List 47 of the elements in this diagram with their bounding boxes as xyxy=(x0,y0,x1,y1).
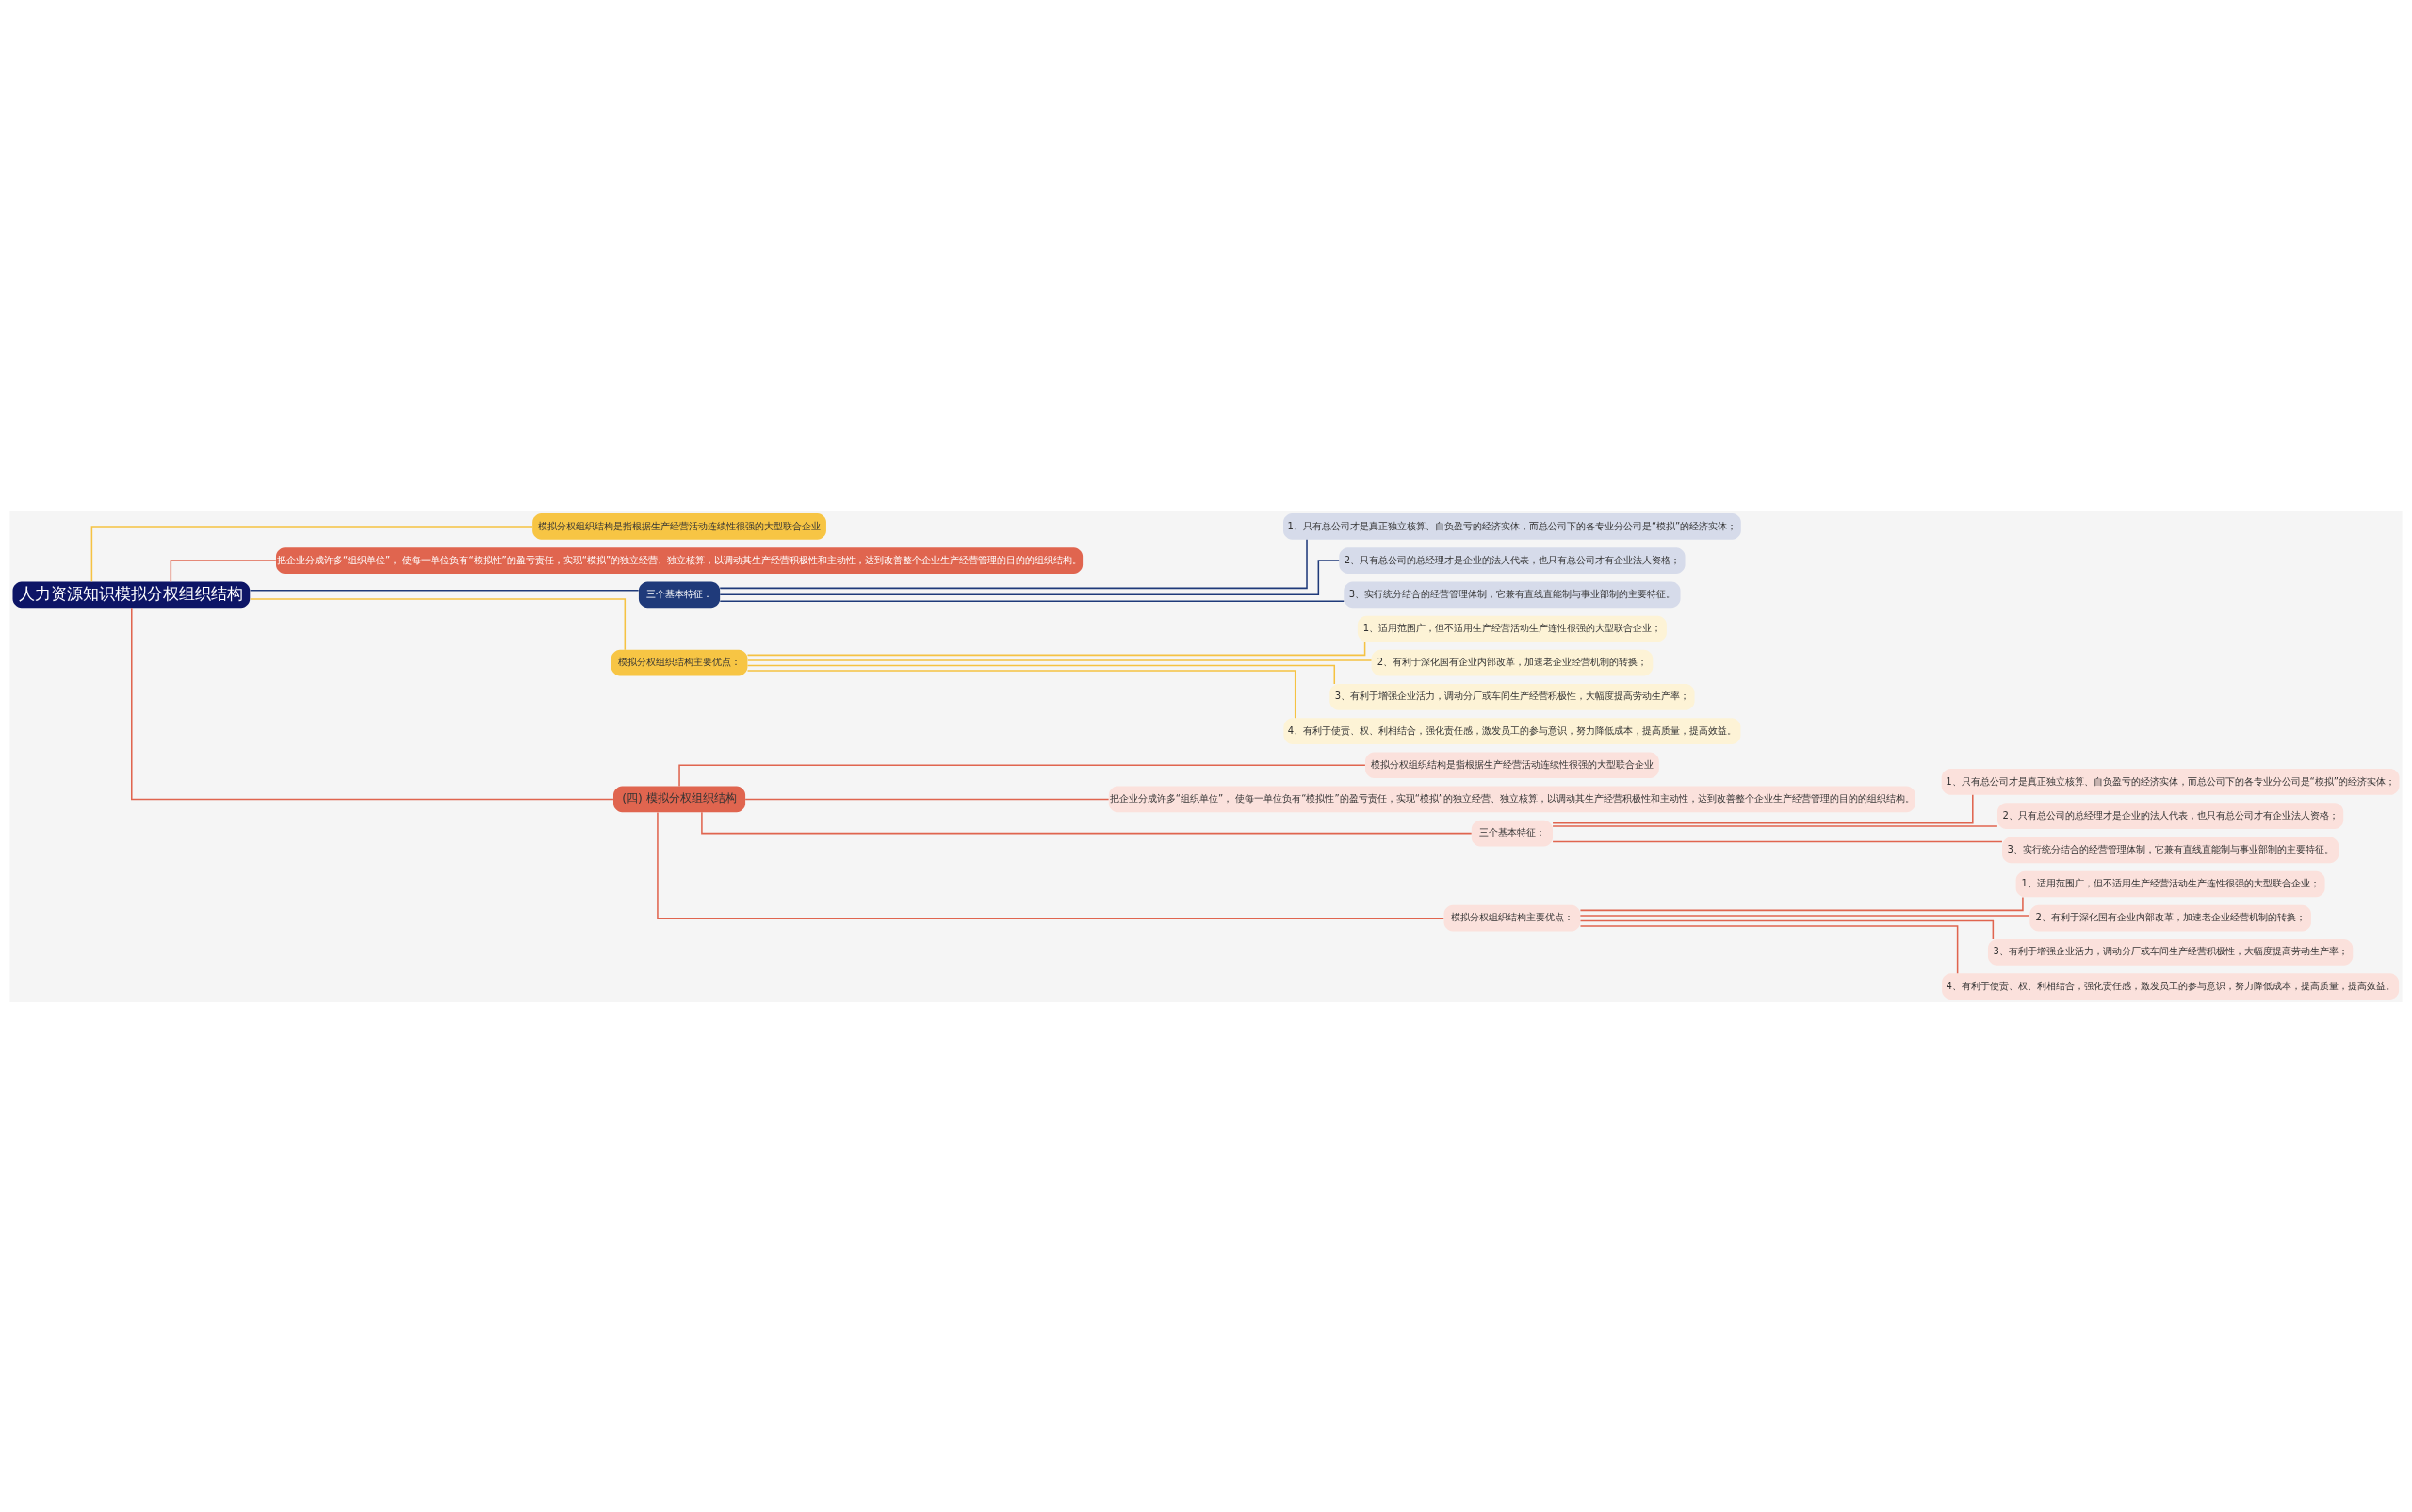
node-box: 人力资源知识模拟分权组织结构 xyxy=(12,580,251,608)
connector xyxy=(744,798,1110,800)
connector xyxy=(249,597,627,650)
node-box: 模拟分权组织结构是指根据生产经营活动连续性很强的大型联合企业 xyxy=(1365,751,1659,778)
node-box: 模拟分权组织结构是指根据生产经营活动连续性很强的大型联合企业 xyxy=(532,512,826,540)
node-box: 1、适用范围广，但不适用生产经营活动生产连性很强的大型联合企业； xyxy=(1357,615,1667,642)
connector xyxy=(131,606,614,800)
connector xyxy=(1579,924,1959,974)
node-box: 三个基本特征： xyxy=(1471,820,1553,846)
connector xyxy=(701,811,1473,834)
connector xyxy=(1552,793,1974,824)
node-box: 3、有利于增强企业活力，调动分厂或车间生产经营积极性，大幅度提高劳动生产率； xyxy=(1987,938,2354,966)
node-box: 2、有利于深化国有企业内部改革，加速老企业经营机制的转换； xyxy=(1371,649,1654,676)
node-box: (四) 模拟分权组织结构 xyxy=(613,786,746,812)
connector xyxy=(657,811,1444,919)
node-box: 3、有利于增强企业活力，调动分厂或车间生产经营积极性，大幅度提高劳动生产率； xyxy=(1329,683,1695,710)
node-box: 3、实行统分结合的经营管理体制，它兼有直线直能制与事业部制的主要特征。 xyxy=(1344,580,1681,608)
connector xyxy=(719,538,1308,589)
connector xyxy=(90,525,533,582)
node-box: 模拟分权组织结构主要优点： xyxy=(611,649,748,676)
node-box: 1、适用范围广，但不适用生产经营活动生产连性很强的大型联合企业； xyxy=(2015,870,2325,897)
connector xyxy=(746,641,1366,656)
node-box: 2、只有总公司的总经理才是企业的法人代表，也只有总公司才有企业法人资格； xyxy=(1339,546,1686,574)
node-box: 2、有利于深化国有企业内部改革，加速老企业经营机制的转换； xyxy=(2029,904,2311,932)
connector xyxy=(1552,824,1998,827)
node-box: 1、只有总公司才是真正独立核算、自负盈亏的经济实体，而总公司下的各专业分公司是“模拟”的经济实体； xyxy=(1283,512,1741,540)
node-box: 把企业分成许多“组织单位”， 使每一单位负有“模拟性”的盈亏责任，实现“模拟”的独立经营、独立核算，以调动其生产经营积极性和主动性，达到改善整个企业生产经营管理的目的的组织结构。 xyxy=(275,546,1084,574)
connector xyxy=(249,589,640,591)
connector xyxy=(1579,919,1995,940)
connector xyxy=(1579,896,2024,911)
connector xyxy=(678,763,1366,787)
node-box: 把企业分成许多“组织单位”， 使每一单位负有“模拟性”的盈亏责任，实现“模拟”的独立经营、独立核算，以调动其生产经营积极性和主动性，达到改善整个企业生产经营管理的目的的组织结构。 xyxy=(1108,786,1915,812)
node-box: 3、实行统分结合的经营管理体制，它兼有直线直能制与事业部制的主要特征。 xyxy=(2002,836,2339,863)
node-box: 4、有利于使责、权、利相结合，强化责任感，激发员工的参与意识，努力降低成本，提高质量，提高效益。 xyxy=(1942,972,2400,1000)
connector xyxy=(719,599,1345,602)
node-box: 1、只有总公司才是真正独立核算、自负盈亏的经济实体，而总公司下的各专业分公司是“模拟”的经济实体； xyxy=(1941,768,2400,795)
connector xyxy=(747,658,1373,661)
node-box: 模拟分权组织结构主要优点： xyxy=(1443,904,1581,932)
connector xyxy=(170,559,277,582)
connector xyxy=(1579,914,2030,917)
node-box: 4、有利于使责、权、利相结合，强化责任感，激发员工的参与意识，努力降低成本，提高质量，提高效益。 xyxy=(1283,717,1741,744)
connector xyxy=(719,559,1340,595)
node-box: 三个基本特征： xyxy=(638,580,721,608)
node-box: 2、只有总公司的总经理才是企业的法人代表，也只有总公司才有企业法人资格； xyxy=(1996,802,2344,829)
connector xyxy=(746,664,1336,685)
connector xyxy=(746,669,1296,719)
connector xyxy=(1552,840,2003,842)
